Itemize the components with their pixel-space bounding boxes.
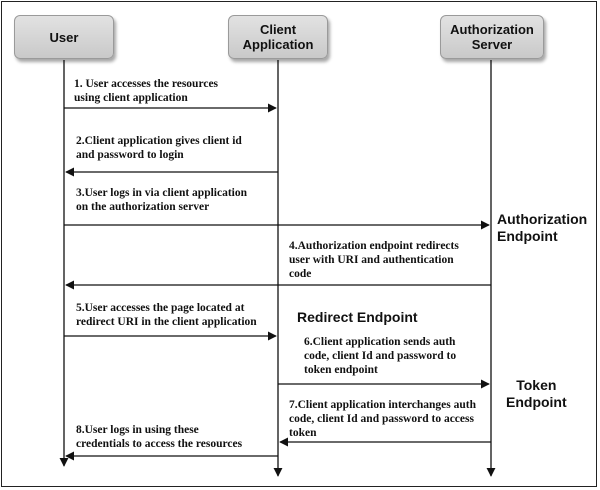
actor-user: User xyxy=(14,15,114,59)
authorization-endpoint-label: Authorization Endpoint xyxy=(497,211,588,244)
message-7: 7.Client application interchanges auth c… xyxy=(289,399,476,439)
message-6: 6.Client application sends auth code, cl… xyxy=(304,336,457,376)
actor-authorization-server: Authorization Server xyxy=(440,15,544,59)
message-4: 4.Authorization endpoint redirects user … xyxy=(289,240,459,280)
message-5: 5.User accesses the page located at redi… xyxy=(76,302,257,328)
message-1: 1. User accesses the resources using cli… xyxy=(74,78,219,104)
actor-client-application: Client Application xyxy=(228,15,328,59)
message-8: 8.User logs in using these credentials t… xyxy=(76,424,243,450)
message-2: 2.Client application gives client id and… xyxy=(76,135,242,161)
message-3: 3.User logs in via client application on… xyxy=(76,187,248,213)
token-endpoint-label: Token Endpoint xyxy=(506,377,567,410)
redirect-endpoint-label: Redirect Endpoint xyxy=(297,309,418,325)
